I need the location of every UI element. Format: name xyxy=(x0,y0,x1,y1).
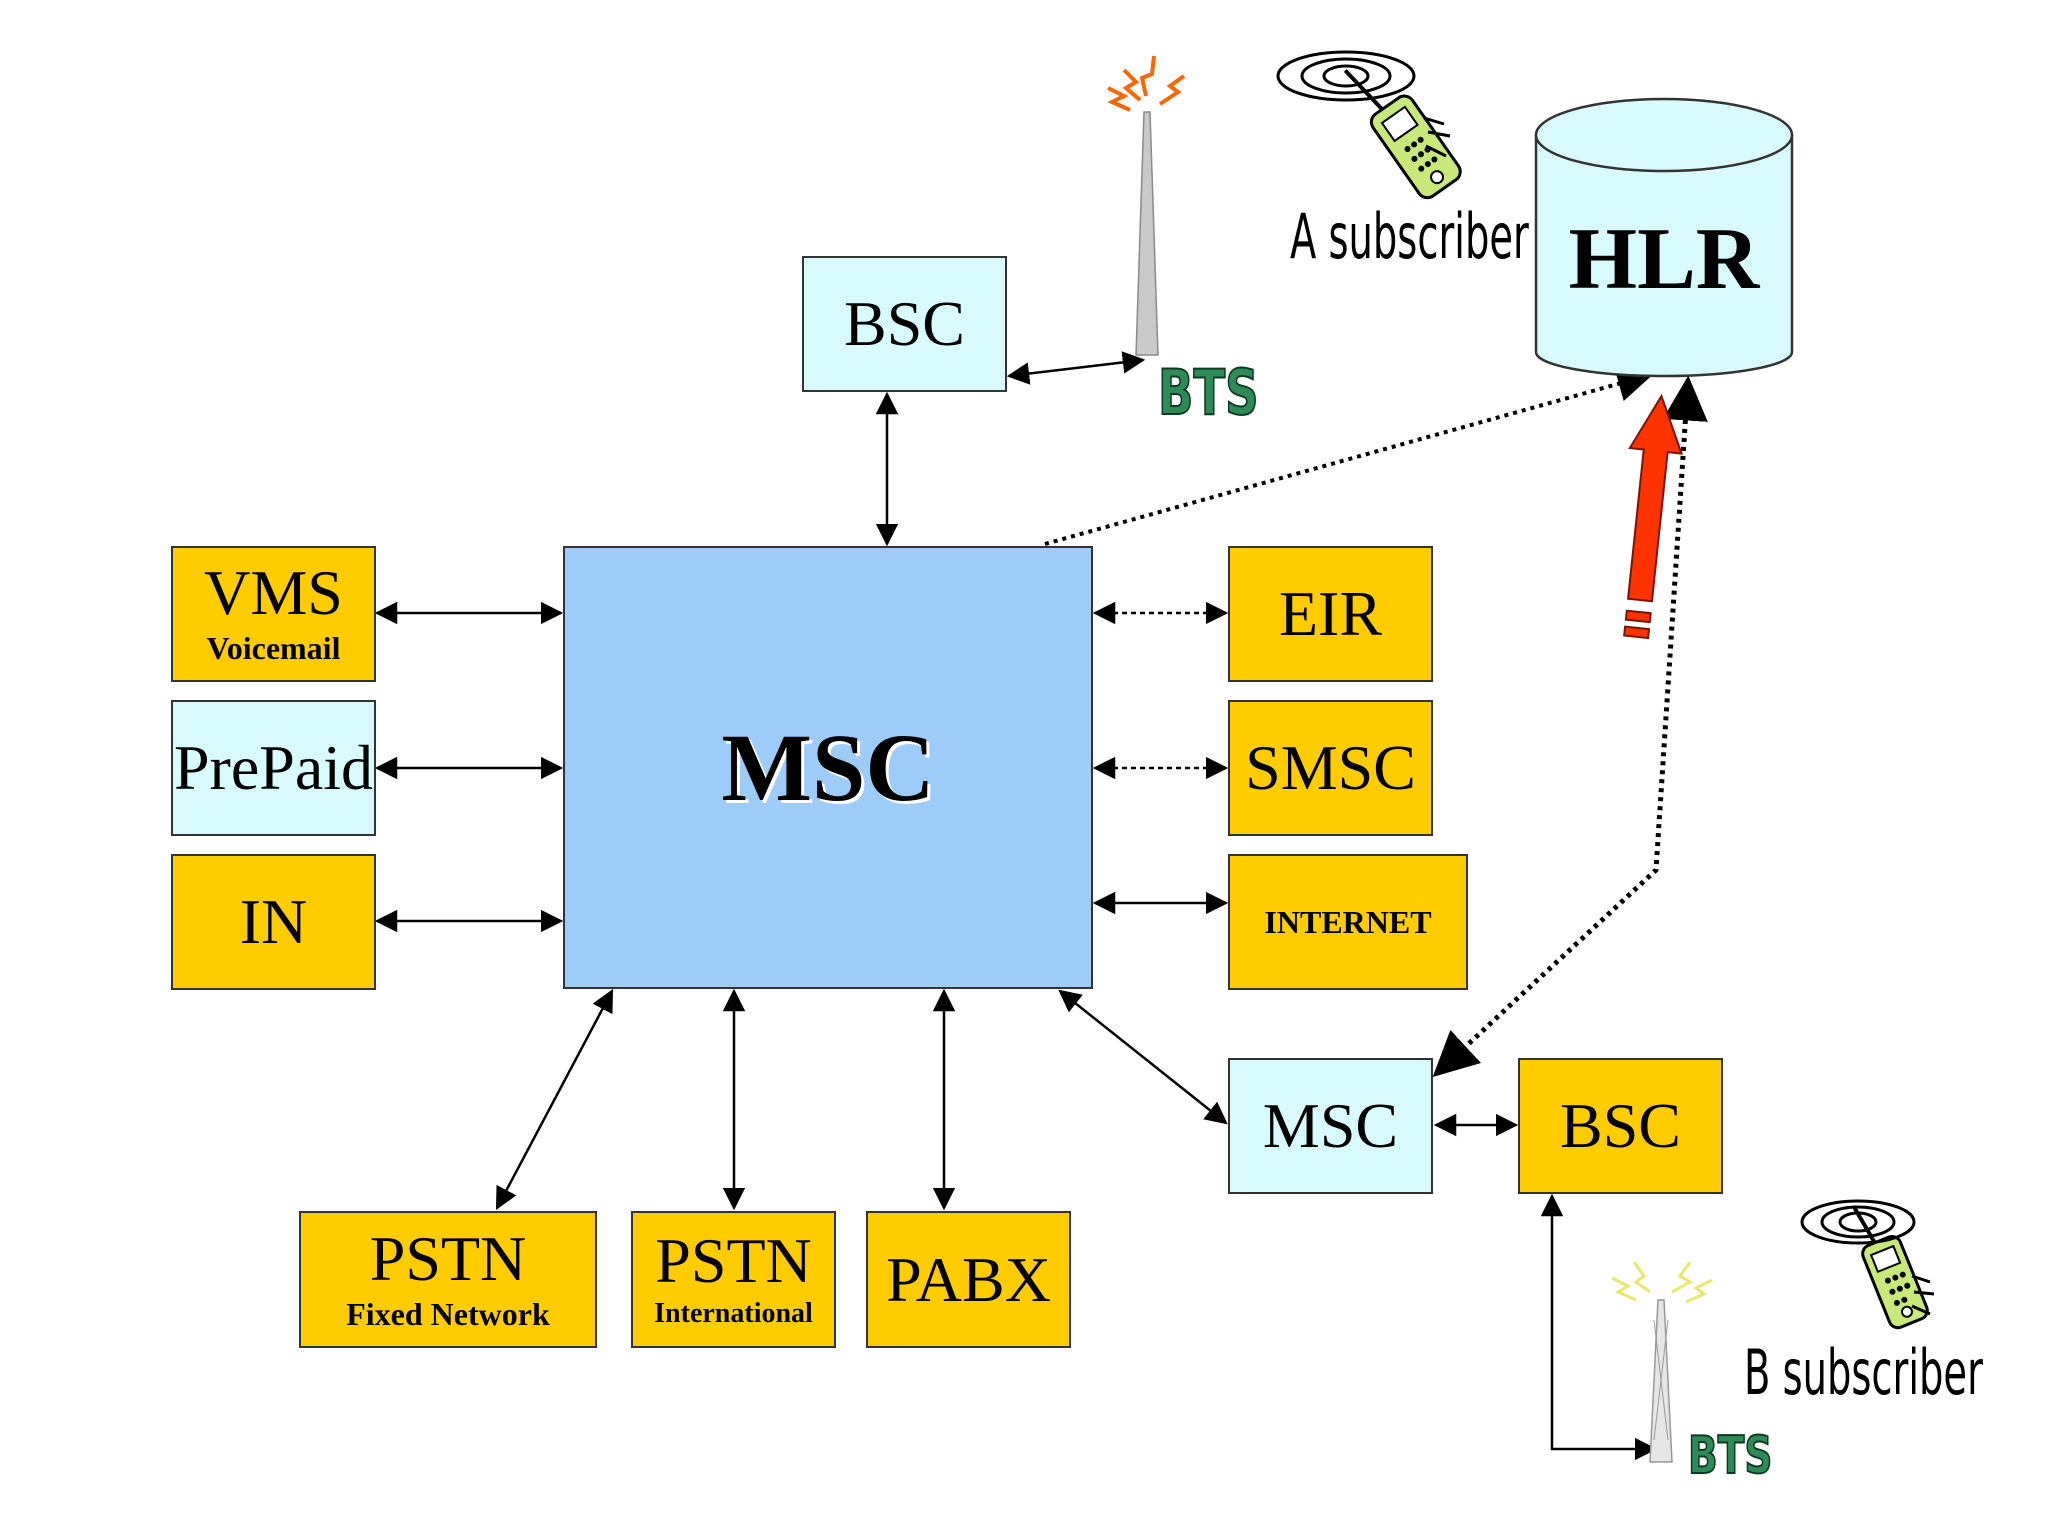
bsc-bottom-node: BSC xyxy=(1518,1058,1723,1194)
link-msc-pstn-fixed xyxy=(495,989,614,1210)
bts-top-label: BTS xyxy=(1157,355,1259,430)
bts-bottom-label: BTS xyxy=(1687,1425,1773,1487)
hlr-database-icon xyxy=(1534,97,1794,378)
link-bsc-bts-bottom xyxy=(1540,1193,1658,1461)
prepaid-label: PrePaid xyxy=(173,732,374,803)
pstn-intl-node: PSTN International xyxy=(631,1211,836,1348)
msc-main-node: MSC xyxy=(563,546,1093,989)
link-msc-hlr xyxy=(1044,366,1654,546)
signal-waves-icon xyxy=(1800,1199,1935,1316)
mobile-phone-icon xyxy=(1343,69,1462,200)
msc-remote-label: MSC xyxy=(1262,1090,1399,1161)
internet-node: INTERNET xyxy=(1228,854,1468,990)
pstn-fixed-node: PSTN Fixed Network xyxy=(299,1211,597,1348)
internet-label: INTERNET xyxy=(1264,903,1432,940)
bsc-top-node: BSC xyxy=(802,256,1007,392)
vms-sublabel: Voicemail xyxy=(206,630,341,667)
pstn-fixed-sublabel: Fixed Network xyxy=(346,1295,550,1332)
smsc-node: SMSC xyxy=(1228,700,1433,836)
eir-node: EIR xyxy=(1228,546,1433,682)
bsc-bottom-label: BSC xyxy=(1560,1090,1681,1161)
b-subscriber-label: B subscriber xyxy=(1744,1336,1983,1409)
link-msc-remote-msc xyxy=(1058,989,1228,1125)
pstn-intl-label: PSTN xyxy=(655,1225,812,1297)
in-label: IN xyxy=(239,886,308,957)
msc-remote-node: MSC xyxy=(1228,1058,1433,1194)
vms-node: VMS Voicemail xyxy=(171,546,376,682)
pstn-fixed-label: PSTN xyxy=(369,1222,527,1294)
tower-icon xyxy=(1611,1261,1713,1463)
prepaid-node: PrePaid xyxy=(171,700,376,836)
in-node: IN xyxy=(171,854,376,990)
bsc-top-label: BSC xyxy=(844,288,965,359)
link-remote-msc-hlr xyxy=(1432,375,1708,1078)
mobile-phone-icon xyxy=(1851,1205,1929,1330)
tower-icon xyxy=(1107,55,1186,356)
pabx-node: PABX xyxy=(866,1211,1071,1348)
vms-label: VMS xyxy=(204,557,343,629)
hlr-label: HLR xyxy=(1569,211,1761,308)
pstn-intl-sublabel: International xyxy=(654,1298,813,1330)
alert-arrow-icon xyxy=(1623,393,1684,640)
pabx-label: PABX xyxy=(886,1243,1051,1315)
a-subscriber-label: A subscriber xyxy=(1290,200,1529,273)
signal-waves-icon xyxy=(1276,50,1451,158)
link-bsc-bts-top xyxy=(1006,351,1146,385)
smsc-label: SMSC xyxy=(1245,732,1416,803)
msc-main-label: MSC xyxy=(721,714,935,821)
eir-label: EIR xyxy=(1278,578,1383,649)
